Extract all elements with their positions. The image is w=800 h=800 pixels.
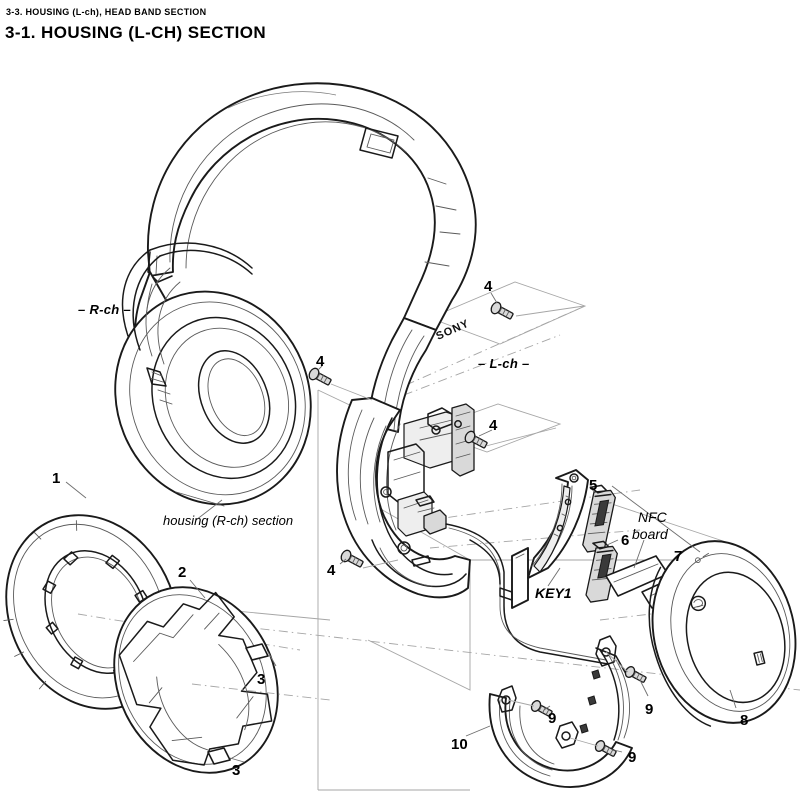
r-ch-housing-assembly [114,242,312,507]
callout-9-a: 9 [645,701,654,718]
part-10-slider-arc [465,635,633,788]
part-3-tape-lower [207,747,245,765]
callout-7: 7 [674,548,683,565]
part-6-switch-block [585,539,619,603]
part-4-screw-d [339,549,399,569]
caption-nfc-board-line1: NFC [638,509,667,525]
callout-6: 6 [621,532,630,549]
caption-key1: KEY1 [535,585,572,601]
part-9-screw-b [507,699,553,717]
label-l-ch: – L-ch – [478,356,530,371]
part-3-tape-upper [245,643,277,667]
callout-2: 2 [178,564,187,581]
callout-4-a: 4 [484,278,493,295]
section-reference-heading: 3-3. HOUSING (L-ch), HEAD BAND SECTION [6,7,207,17]
page-title: 3-1. HOUSING (L-CH) SECTION [5,23,267,42]
callout-3-upper: 3 [257,671,266,688]
callout-8: 8 [740,712,749,729]
callout-9-b: 9 [548,710,557,727]
label-r-ch: – R-ch – [78,302,131,317]
part-4-screw-b [308,365,373,401]
callout-9-c: 9 [628,749,637,766]
callout-4-c: 4 [489,417,498,434]
l-ch-housing-assembly: SONY [336,317,609,665]
caption-nfc-board-line2: board [632,526,668,542]
part-4-screw-c [464,427,557,449]
part-9-screw-a [605,651,649,697]
leader-housing-rch [195,499,223,521]
callout-5: 5 [589,477,598,494]
part-8-housing-cap [611,485,797,727]
callout-4-b: 4 [316,353,325,370]
callout-3-lower: 3 [232,762,241,779]
part-2-ear-pad-holder [113,579,331,774]
caption-housing-rch: housing (R-ch) section [163,513,294,528]
key1-bracket [499,469,589,609]
callout-10: 10 [451,736,468,753]
head-band [147,82,477,331]
callout-4-d: 4 [327,562,336,579]
part-4-screw-a [490,292,585,320]
part-9-screw-c [569,737,623,757]
callout-1: 1 [52,470,61,487]
